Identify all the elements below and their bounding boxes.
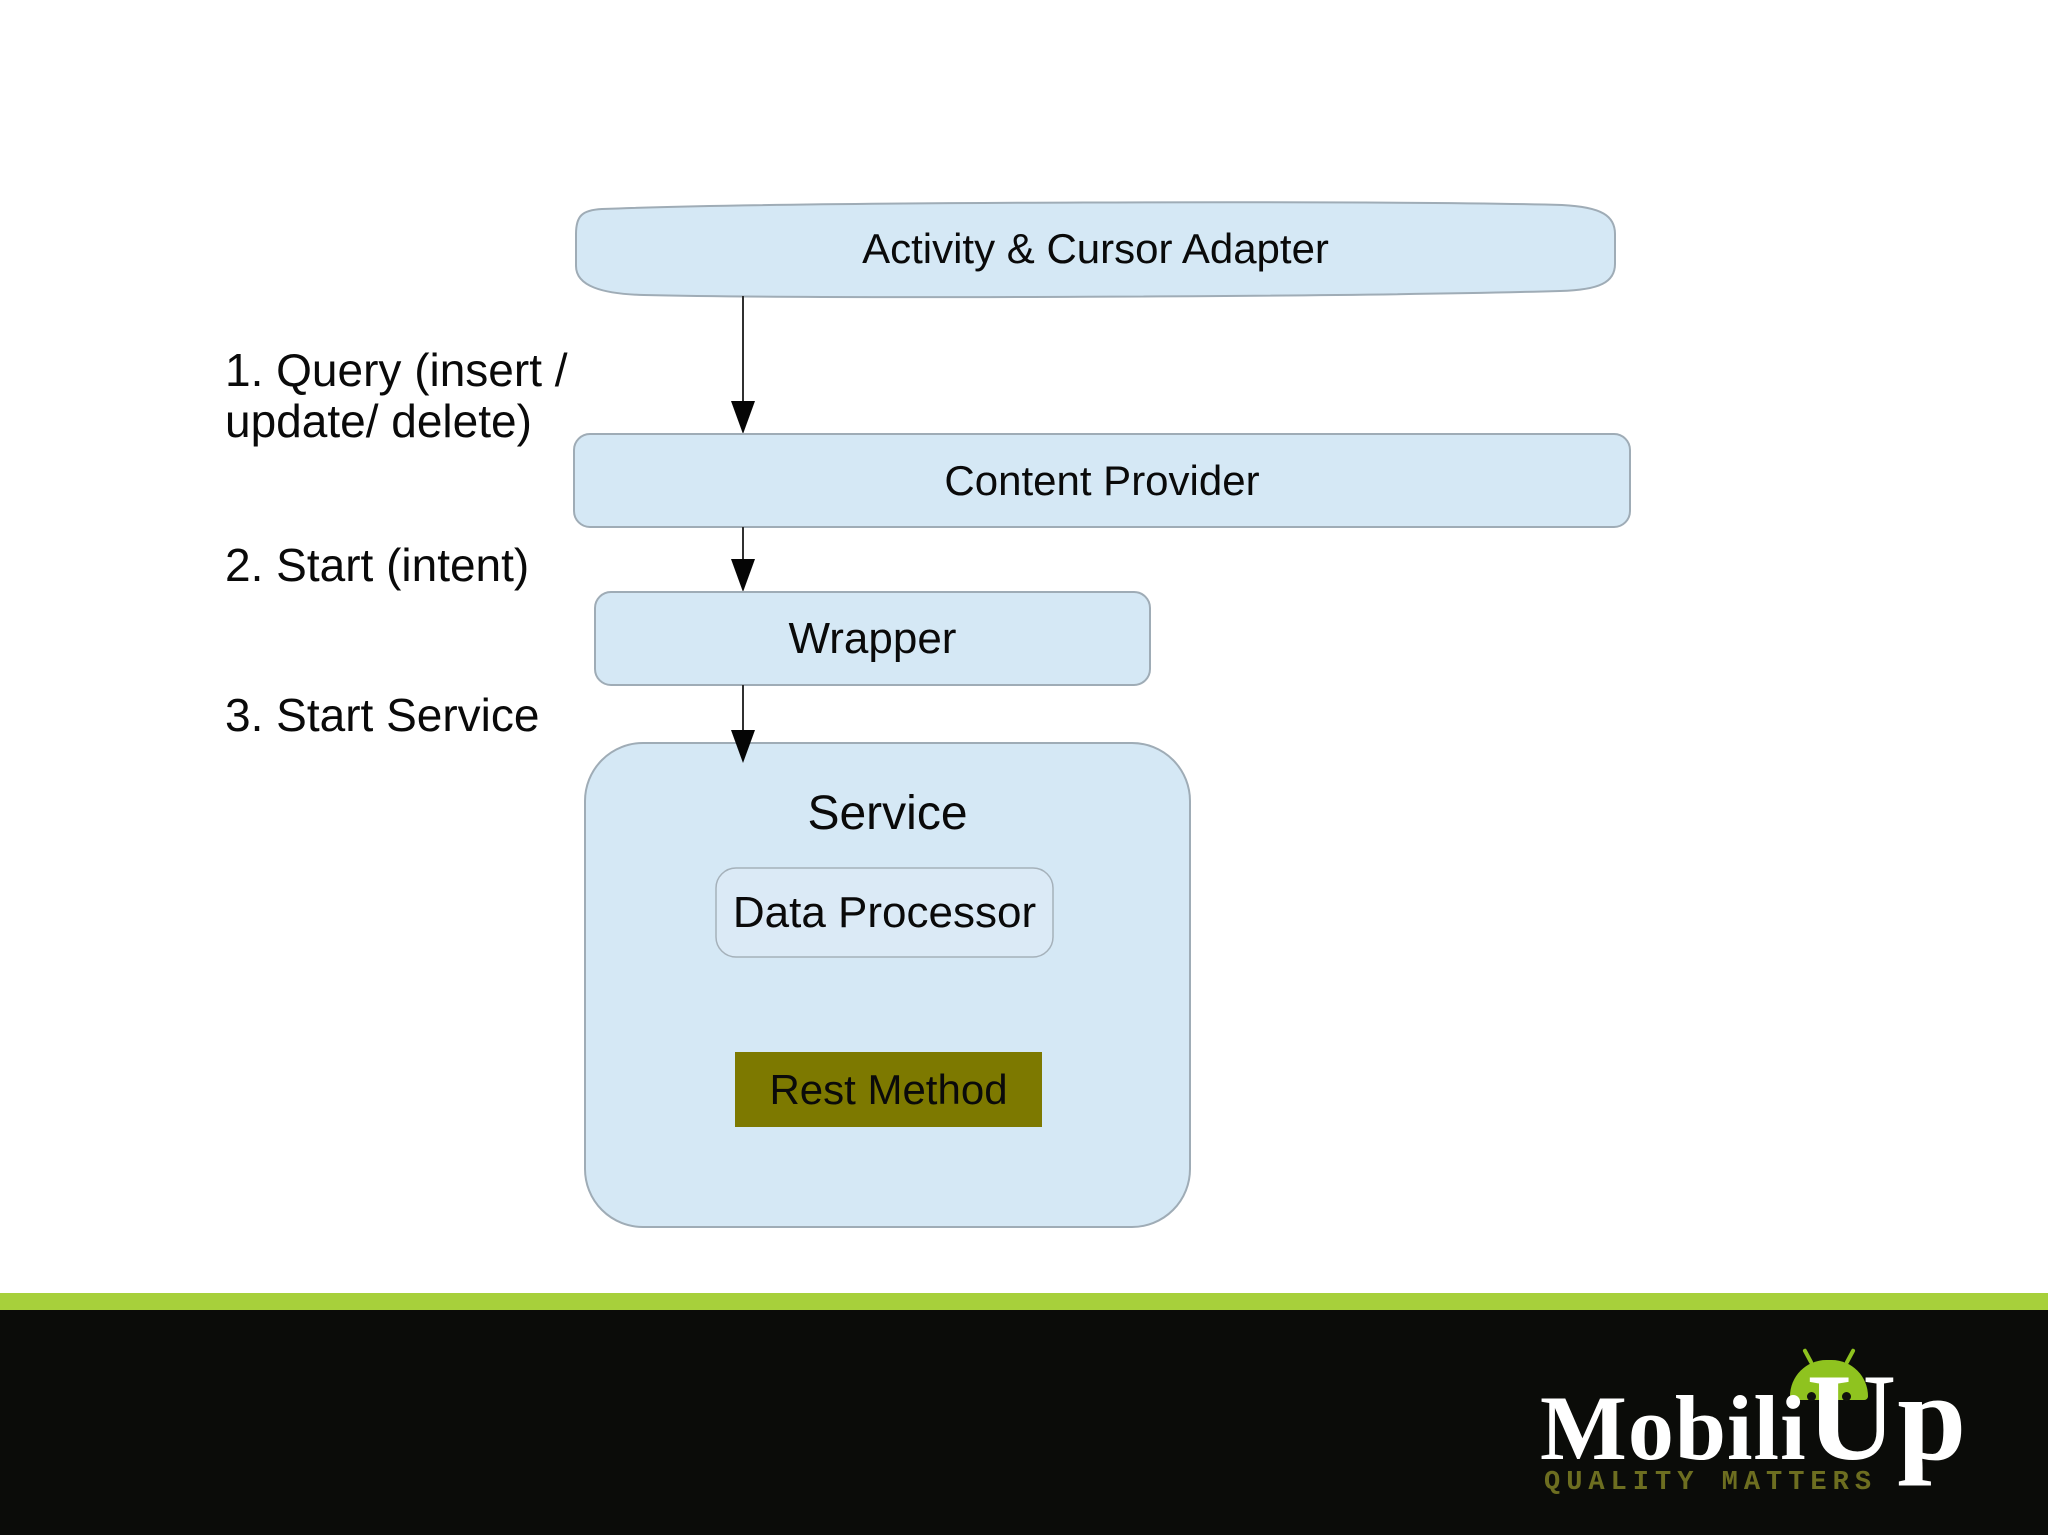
annotation-step3: 3. Start Service xyxy=(225,689,540,741)
arrow-3-head xyxy=(731,730,755,763)
robot-eye-right-icon xyxy=(1842,1392,1851,1401)
wrapper-node-label: Wrapper xyxy=(788,613,957,663)
activity-node-shape xyxy=(575,201,1616,299)
content-provider-node-label: Content Provider xyxy=(944,456,1260,504)
footer-background xyxy=(0,1310,2048,1535)
content-provider-node-shape xyxy=(573,433,1631,528)
arrow-1-head xyxy=(731,401,755,434)
android-robot-icon xyxy=(1790,1348,1870,1401)
data-processor-node-label: Data Processor xyxy=(732,887,1037,937)
annotation-step2: 2. Start (intent) xyxy=(225,539,530,591)
brand-logo-text-up: Up xyxy=(1806,1349,1968,1486)
brand-logo: Mobili Up xyxy=(1540,1356,1967,1480)
rest-method-node-label: Rest Method xyxy=(769,1065,1008,1113)
rest-method-node-shape xyxy=(735,1052,1042,1127)
brand-logo-text-mobili: Mobili xyxy=(1540,1377,1807,1479)
robot-eye-left-icon xyxy=(1807,1392,1816,1401)
footer-accent-bar xyxy=(0,1293,2048,1310)
service-node-label: Service xyxy=(807,786,968,840)
wrapper-node-shape xyxy=(594,591,1151,686)
brand-tagline: QUALITY MATTERS xyxy=(1544,1468,1878,1498)
annotation-step1-line1: 1. Query (insert / xyxy=(225,344,568,396)
arrow-2-head xyxy=(731,559,755,592)
activity-node-label: Activity & Cursor Adapter xyxy=(862,225,1329,272)
annotation-step1: 1. Query (insert / update/ delete) xyxy=(225,345,568,446)
annotation-step1-line2: update/ delete) xyxy=(225,394,532,447)
data-processor-node-shape xyxy=(715,867,1054,958)
